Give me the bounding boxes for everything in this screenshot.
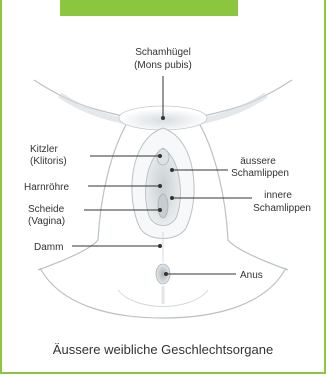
urethra-pointer-dot xyxy=(158,184,162,188)
vagina-shape xyxy=(158,194,168,218)
mons-label-line2: (Mons pubis) xyxy=(134,60,192,71)
outer-lips-pointer-dot xyxy=(170,168,174,172)
vagina-label-line1: Scheide xyxy=(28,204,65,215)
inner-lips-label-line1: innere xyxy=(264,190,292,201)
anus-pointer-dot xyxy=(164,272,168,276)
vagina-label-line2: (Vagina) xyxy=(28,216,65,227)
clitoris-label-line2: (Klitoris) xyxy=(30,156,67,167)
clitoris-label-line1: Kitzler xyxy=(30,144,58,155)
inner-lips-pointer-dot xyxy=(170,196,174,200)
perineum-label: Damm xyxy=(34,242,63,253)
outer-lips-label-line1: äussere xyxy=(240,156,276,167)
mons-label-line1: Schamhügel xyxy=(135,47,191,58)
diagram-caption: Äussere weibliche Geschlechtsorgane xyxy=(0,342,326,357)
perineum-pointer-dot xyxy=(158,244,162,248)
urethra-label: Harnröhre xyxy=(24,182,69,193)
inner-lips-label-line2: Schamlippen xyxy=(253,203,311,214)
clitoris-pointer-dot xyxy=(158,154,162,158)
outer-lips-label-line2: Schamlippen xyxy=(231,168,289,179)
vagina-pointer-dot xyxy=(158,208,162,212)
mons-pointer-dot xyxy=(161,116,165,120)
anus-label: Anus xyxy=(240,270,263,281)
